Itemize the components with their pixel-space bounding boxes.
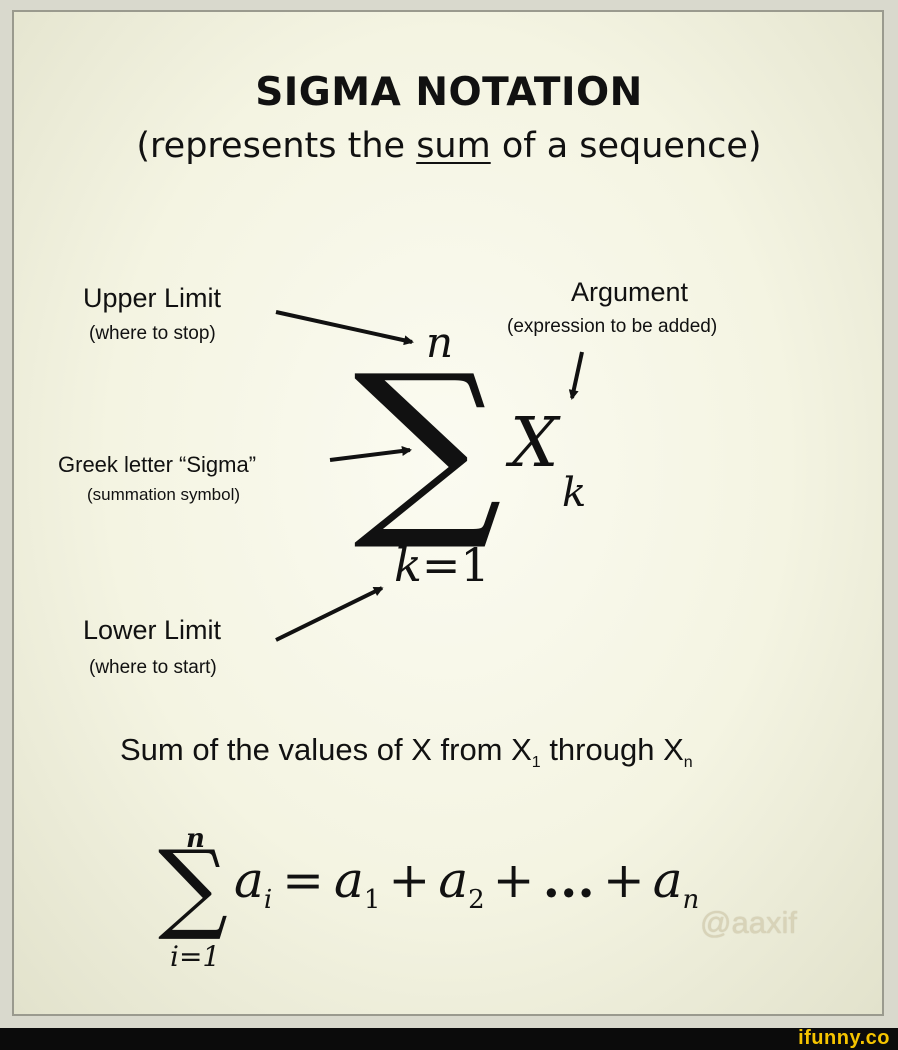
- argument-subscript: k: [562, 470, 587, 516]
- expansion-lower: i=1: [170, 940, 221, 973]
- subtitle-after: of a sequence): [490, 126, 762, 166]
- argument-arrow: [568, 351, 584, 400]
- lower-limit-variable: k: [394, 538, 422, 592]
- greek-letter-label: Greek letter “Sigma”: [58, 452, 257, 477]
- sum-description-text: Sum of the values of X from X: [120, 732, 532, 767]
- subtitle-before: (represents the: [136, 126, 417, 166]
- term-1: a: [334, 851, 364, 909]
- lower-limit-expression: k=1: [394, 538, 490, 592]
- poster-panel: [12, 10, 884, 1016]
- page-subtitle: (represents the sum of a sequence): [0, 126, 898, 166]
- argument-note: (expression to be added): [507, 316, 718, 337]
- upper-limit-note: (where to stop): [89, 323, 216, 344]
- term-2-subscript: 2: [468, 885, 485, 915]
- term-1-subscript: 1: [363, 885, 381, 915]
- expansion-formula: ai=a1+a2+...+an: [234, 850, 699, 915]
- sum-description-sub2: n: [683, 754, 693, 772]
- lhs-term: a: [234, 851, 264, 909]
- watermark-handle: @aaxif: [700, 905, 797, 940]
- lower-limit-note: (where to start): [89, 657, 217, 678]
- term-2: a: [438, 851, 469, 909]
- plus-1: +: [388, 851, 431, 909]
- ifunny-logo[interactable]: ifunny.co: [798, 1027, 890, 1049]
- sigma-symbol: ∑: [353, 334, 503, 555]
- ellipsis: ...: [542, 850, 595, 909]
- upper-limit-label: Upper Limit: [83, 283, 222, 313]
- upper-limit-arrow: [275, 310, 414, 346]
- sum-description-middle: through X: [540, 732, 684, 767]
- sigma-arrow: [329, 446, 412, 462]
- subtitle-underlined: sum: [416, 126, 491, 166]
- expansion-upper: n: [186, 824, 205, 854]
- page-title: SIGMA NOTATION: [255, 70, 643, 115]
- sum-description-sub1: 1: [531, 754, 541, 772]
- argument-label: Argument: [571, 277, 689, 307]
- equals-sign: =: [282, 851, 325, 909]
- expansion-sigma: ∑: [158, 830, 228, 944]
- lower-limit-arrow: [275, 586, 384, 642]
- lower-limit-label: Lower Limit: [83, 615, 222, 645]
- plus-3: +: [602, 851, 645, 909]
- term-n-subscript: n: [682, 885, 700, 915]
- upper-limit-symbol: n: [426, 318, 454, 367]
- term-n: a: [652, 851, 683, 909]
- lower-limit-start: =1: [421, 538, 490, 592]
- plus-2: +: [492, 851, 535, 909]
- argument-symbol: X: [510, 404, 559, 483]
- greek-letter-note: (summation symbol): [87, 485, 241, 504]
- footer-bar: ifunny.co: [0, 1027, 898, 1050]
- sum-description: Sum of the values of X from X1 through X…: [120, 732, 693, 772]
- lhs-subscript: i: [263, 885, 273, 915]
